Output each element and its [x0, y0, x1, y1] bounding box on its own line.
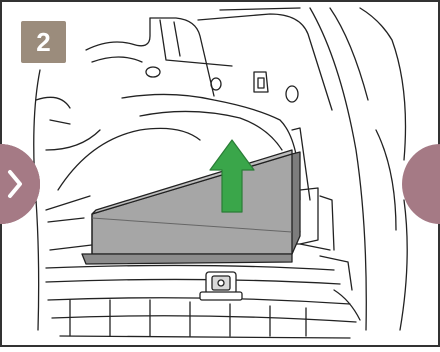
previous-step-nav[interactable] [0, 144, 38, 224]
next-step-button [402, 144, 440, 224]
previous-step-button [0, 144, 40, 224]
next-step-nav[interactable] [402, 144, 440, 224]
up-arrow-icon [209, 139, 255, 213]
step-number-badge: 2 [21, 21, 66, 63]
latch-icon [199, 271, 243, 301]
chevron-left-icon [8, 170, 22, 198]
